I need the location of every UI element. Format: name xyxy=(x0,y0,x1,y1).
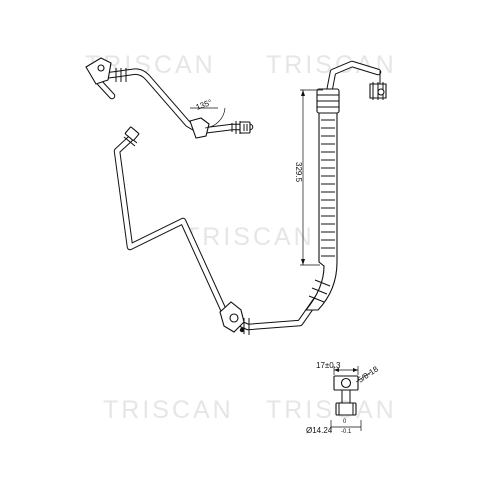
width-label: 17±0.3 xyxy=(316,361,341,370)
tolerance-lower: -0.1 xyxy=(341,429,352,435)
angle-label: 135° xyxy=(195,98,214,112)
watermark-middle: TRISCAN xyxy=(184,223,315,251)
watermark-bottom-right: TRISCAN xyxy=(266,396,397,424)
length-dimension: 329.5 xyxy=(294,89,323,266)
length-label: 329.5 xyxy=(294,162,303,183)
watermark-bottom-left: TRISCAN xyxy=(103,396,234,424)
pipe-main xyxy=(113,60,387,335)
watermarks: TRISCAN TRISCAN TRISCAN TRISCAN TRISCAN xyxy=(85,51,397,424)
tolerance-upper: 0 xyxy=(343,419,347,425)
diameter-label: Ø14.24 xyxy=(306,426,333,435)
pipe-assembly-small: 135° xyxy=(85,57,254,139)
thread-label: 5/8-18 xyxy=(356,364,380,384)
